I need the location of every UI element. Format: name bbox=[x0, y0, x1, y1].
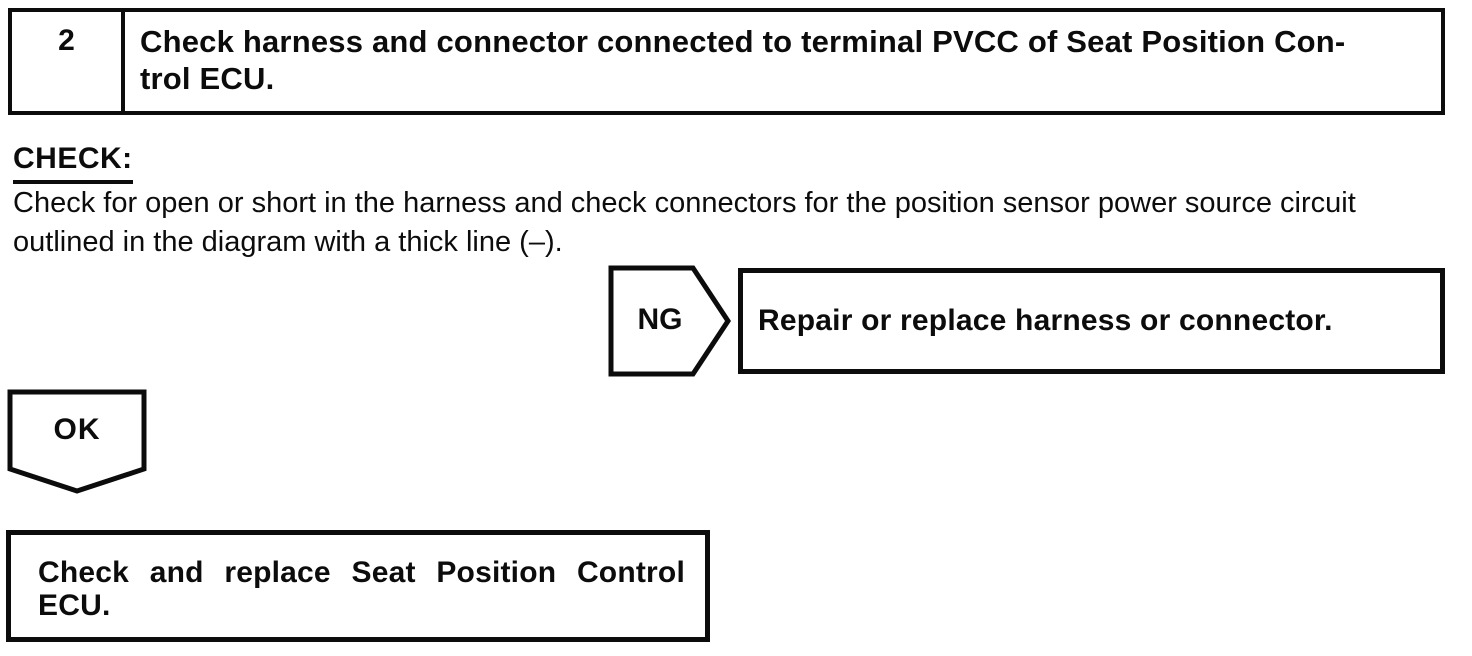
result-box: Check and replace Seat Position Control … bbox=[6, 530, 710, 642]
ng-label: NG bbox=[637, 303, 683, 336]
step-title: Check harness and connector connected to… bbox=[125, 12, 1441, 111]
step-title-line-2: trol ECU. bbox=[140, 61, 275, 96]
check-heading-text: CHECK: bbox=[13, 142, 133, 184]
ng-arrow-icon bbox=[608, 265, 731, 377]
result-text-line-1: Check and replace Seat Position Control bbox=[38, 556, 685, 589]
result-text-line-2: ECU. bbox=[38, 589, 111, 622]
ng-action-text: Repair or replace harness or connector. bbox=[758, 304, 1333, 337]
check-heading: CHECK: bbox=[13, 142, 133, 184]
ok-arrow-icon bbox=[7, 389, 147, 494]
check-body-line-1: Check for open or short in the harness a… bbox=[13, 187, 1356, 219]
ok-arrow-pentagon: OK bbox=[7, 389, 147, 495]
step-title-line-1: Check harness and connector connected to… bbox=[140, 24, 1346, 59]
step-number-cell: 2 bbox=[12, 12, 125, 111]
step-number: 2 bbox=[58, 24, 75, 57]
ng-action-box: Repair or replace harness or connector. bbox=[738, 268, 1445, 374]
ok-label: OK bbox=[53, 413, 101, 446]
check-body-line-2: outlined in the diagram with a thick lin… bbox=[13, 226, 563, 258]
step-header-box: 2 Check harness and connector connected … bbox=[8, 8, 1445, 115]
check-body: Check for open or short in the harness a… bbox=[13, 184, 1463, 262]
ng-arrow-pentagon: NG bbox=[608, 265, 732, 377]
